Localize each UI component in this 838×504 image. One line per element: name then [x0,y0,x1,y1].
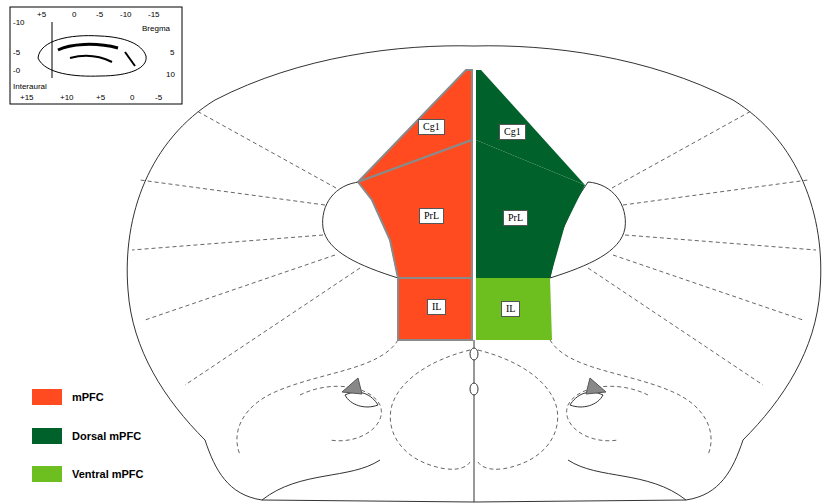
axis-label: -5 [96,10,103,19]
axis-label: +10 [60,93,74,102]
axis-label: 10 [166,70,175,79]
legend-text: Ventral mPFC [72,468,144,481]
axis-label: 5 [170,48,174,57]
legend-swatch [32,466,62,482]
axis-label: +5 [96,93,105,102]
legend-swatch [32,428,62,444]
axis-label: -5 [155,93,162,102]
axis-label: -15 [148,10,160,19]
axis-label: +15 [20,93,34,102]
region-label: Cg1 [499,124,526,140]
axis-label: 0 [72,10,76,19]
axis-label: -0 [13,66,20,75]
legend-text: mPFC [72,391,104,404]
region-label: PrL [503,210,528,226]
region-shape [358,140,472,278]
axis-label: -10 [13,18,25,27]
legend-text: Dorsal mPFC [72,430,141,443]
brain-region: PrL [476,140,585,278]
brain-region: PrL [358,140,472,278]
brain-region: IL [398,278,472,340]
axis-label: -5 [13,48,20,57]
axis-label: Bregma [142,24,170,33]
region-shape [476,140,585,278]
legend-swatch [32,389,62,405]
axis-label: Interaural [13,82,47,91]
axis-label: -10 [120,10,132,19]
region-label: PrL [419,208,444,224]
axis-label: 0 [130,93,134,102]
region-label: Cg1 [418,119,445,135]
region-label: IL [427,299,446,315]
brain-region: IL [476,278,552,340]
axis-label: +5 [37,10,46,19]
region-label: IL [501,301,520,317]
